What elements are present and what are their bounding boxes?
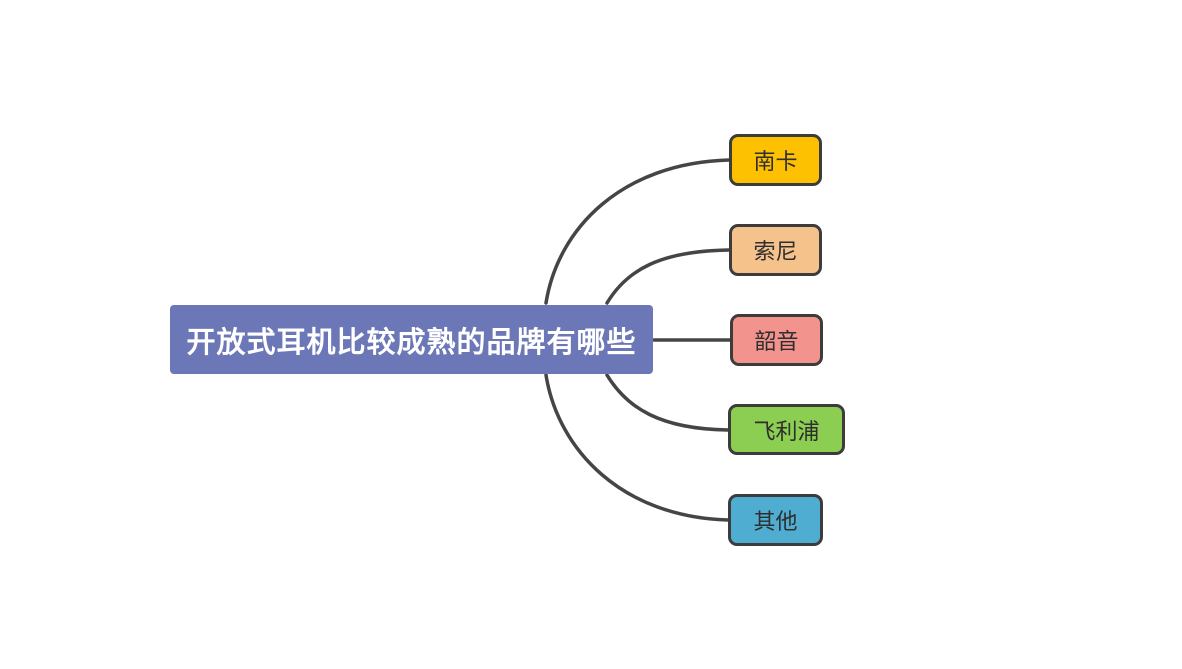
connector-root-to-sony (605, 248, 731, 305)
branch-node-shokz[interactable]: 韶音 (730, 314, 823, 366)
connector-root-to-other (544, 373, 730, 522)
connector-root-to-philips (605, 373, 730, 432)
branch-node-sony[interactable]: 索尼 (729, 224, 822, 276)
root-topic-node[interactable]: 开放式耳机比较成熟的品牌有哪些 (170, 305, 653, 374)
branch-node-nank[interactable]: 南卡 (729, 134, 822, 186)
branch-node-other[interactable]: 其他 (728, 494, 823, 546)
branch-node-philips[interactable]: 飞利浦 (728, 404, 845, 455)
connector-root-to-nank (544, 158, 731, 305)
